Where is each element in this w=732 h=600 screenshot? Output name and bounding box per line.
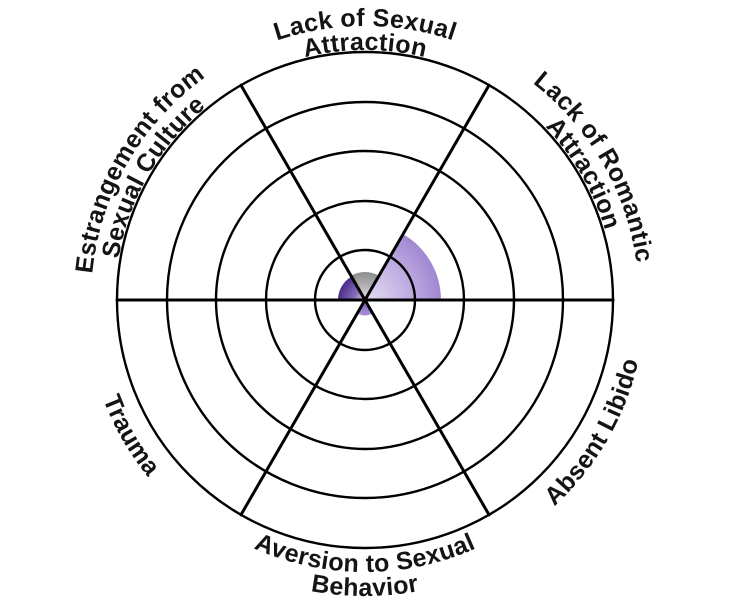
- wedge-estrangement-from-sexual-culture: [338, 276, 365, 300]
- axis-label-absent-libido: Absent Libido: [539, 355, 644, 510]
- wedge-lack-of-sexual-attraction: [351, 272, 379, 300]
- axis-label-line: Absent Libido: [539, 355, 644, 510]
- wedge-aversion-to-sexual-behavior: [357, 300, 373, 316]
- axis-label-trauma: Trauma: [97, 391, 166, 482]
- axis-label-line: Trauma: [97, 391, 166, 482]
- axis-label-line: Behavior: [310, 569, 421, 600]
- spoke-120deg: [239, 83, 491, 517]
